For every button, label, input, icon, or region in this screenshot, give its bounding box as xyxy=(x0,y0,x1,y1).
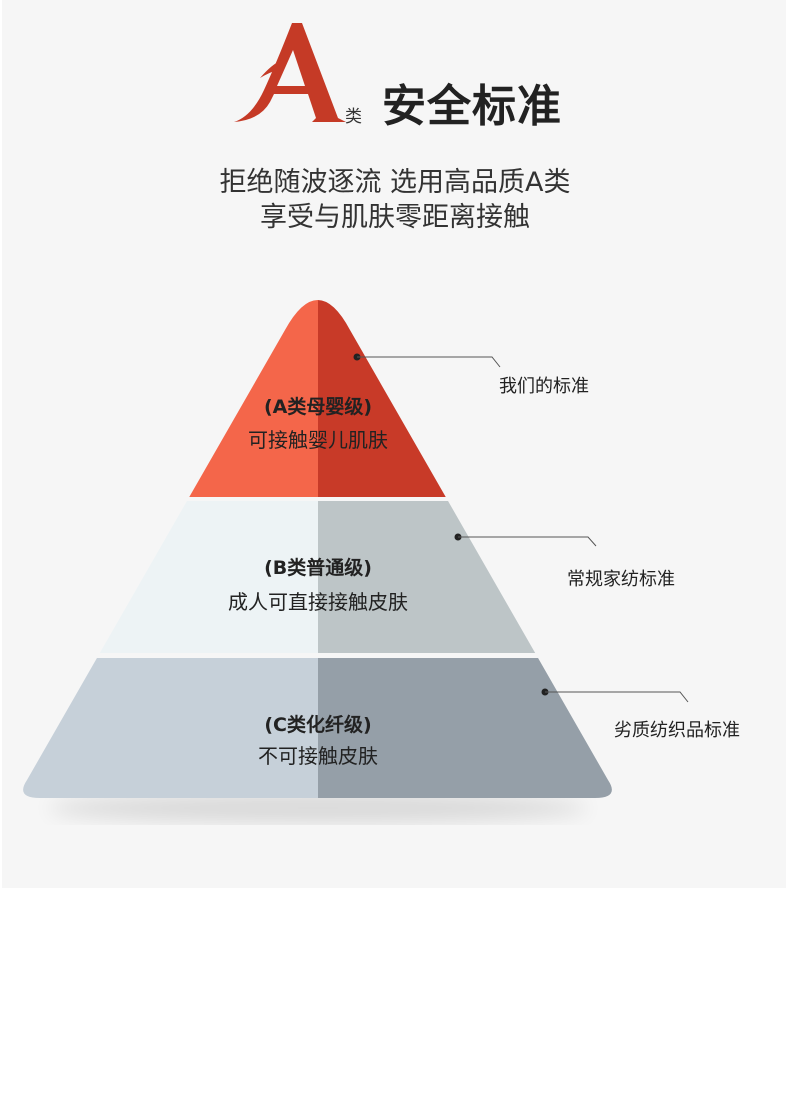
tier-c-description: 不可接触皮肤 xyxy=(258,744,378,768)
callout-a-label: 我们的标准 xyxy=(499,376,589,397)
page-title: 安全标准 xyxy=(382,81,562,132)
tier-b-heading: (B类普通级) xyxy=(264,557,372,579)
pyramid-shadow xyxy=(48,794,588,822)
callout-a-line xyxy=(357,356,501,368)
callout-c-label: 劣质纺织品标准 xyxy=(614,720,740,741)
tier-b-description: 成人可直接接触皮肤 xyxy=(228,590,408,614)
tier-c-heading: (C类化纤级) xyxy=(264,714,372,736)
logo-a-icon xyxy=(234,23,346,122)
tier-a-description: 可接触婴儿肌肤 xyxy=(248,428,388,452)
callout-b-line xyxy=(458,536,597,547)
callout-c-line xyxy=(545,691,689,703)
subtitle-line-2: 享受与肌肤零距离接触 xyxy=(260,202,530,233)
pyramid xyxy=(23,300,689,822)
logo-suffix: 类 xyxy=(345,107,362,127)
tier-a-left-half xyxy=(23,300,318,497)
subtitle-line-1: 拒绝随波逐流 选用高品质A类 xyxy=(219,167,571,198)
tier-a-heading: (A类母婴级) xyxy=(263,396,373,418)
callout-b-label: 常规家纺标准 xyxy=(567,569,675,590)
